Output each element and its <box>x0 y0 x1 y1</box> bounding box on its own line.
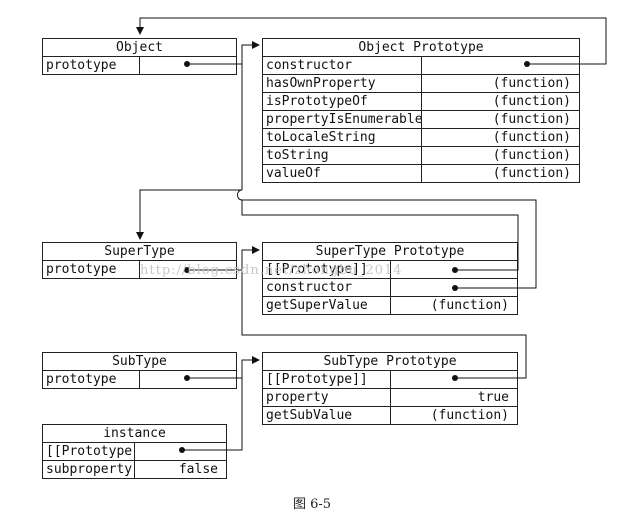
subtype-prototype-row-value: (function) <box>389 406 518 425</box>
object-prototype-box: Object Prototype constructor hasOwnPrope… <box>262 38 580 183</box>
supertype-title: SuperType <box>42 242 237 261</box>
supertype-proto-dot <box>452 267 458 273</box>
instance-proto-link <box>182 378 243 451</box>
object-prototype-row-key: toString <box>262 146 422 165</box>
subtype-proto-dot <box>452 375 458 381</box>
supertype-prototype-title: SuperType Prototype <box>262 242 518 261</box>
subtype-prototype-row-key: getSubValue <box>262 406 391 425</box>
supertype-prototype-row-key: [[Prototype]] <box>262 260 391 279</box>
object-prototype-row-key: propertyIsEnumerable <box>262 110 422 129</box>
supertype-prototype-key: prototype <box>42 260 140 279</box>
object-constructor-link <box>136 17 607 65</box>
subtype-prototype-link <box>187 356 260 379</box>
supertype-prototype-row-key: getSuperValue <box>262 296 391 315</box>
instance-proto-dot <box>179 447 185 453</box>
object-prototype-row-value: (function) <box>420 110 580 129</box>
instance-title: instance <box>42 424 227 443</box>
object-box: Object prototype <box>42 38 237 75</box>
object-prototype-constructor-pointer <box>420 56 580 75</box>
object-prototype-row-value: (function) <box>420 164 580 183</box>
supertype-constructor-link <box>136 189 537 289</box>
supertype-constructor-dot <box>452 285 458 291</box>
instance-row-key: subproperty <box>42 460 135 479</box>
object-prototype-row-key: hasOwnProperty <box>262 74 422 93</box>
subtype-prototype-title: SubType Prototype <box>262 352 518 371</box>
subtype-box: SubType prototype <box>42 352 237 389</box>
object-prototype-dot <box>184 61 190 67</box>
supertype-proto-link <box>241 200 519 271</box>
supertype-prototype-dot <box>184 267 190 273</box>
figure-caption: 图 6-5 <box>292 497 332 512</box>
subtype-prototype-dot <box>184 375 190 381</box>
instance-row-value: false <box>134 460 227 479</box>
object-prototype-row-key: valueOf <box>262 164 422 183</box>
object-prototype-row-key: isPrototypeOf <box>262 92 422 111</box>
subtype-prototype-box: SubType Prototype [[Prototype]] property… <box>262 352 518 425</box>
subtype-prototype-key: prototype <box>42 370 140 389</box>
supertype-box: SuperType prototype <box>42 242 237 279</box>
object-prototype-row-value: (function) <box>420 146 580 165</box>
object-constructor-dot <box>524 61 530 67</box>
object-prototype-row-value: (function) <box>420 128 580 147</box>
subtype-proto-link <box>241 250 527 379</box>
object-prototype-link <box>187 41 260 65</box>
supertype-prototype-row-value: (function) <box>389 296 518 315</box>
supertype-prototype-box: SuperType Prototype [[Prototype]] constr… <box>262 242 518 315</box>
supertype-prototype-link <box>187 246 260 271</box>
